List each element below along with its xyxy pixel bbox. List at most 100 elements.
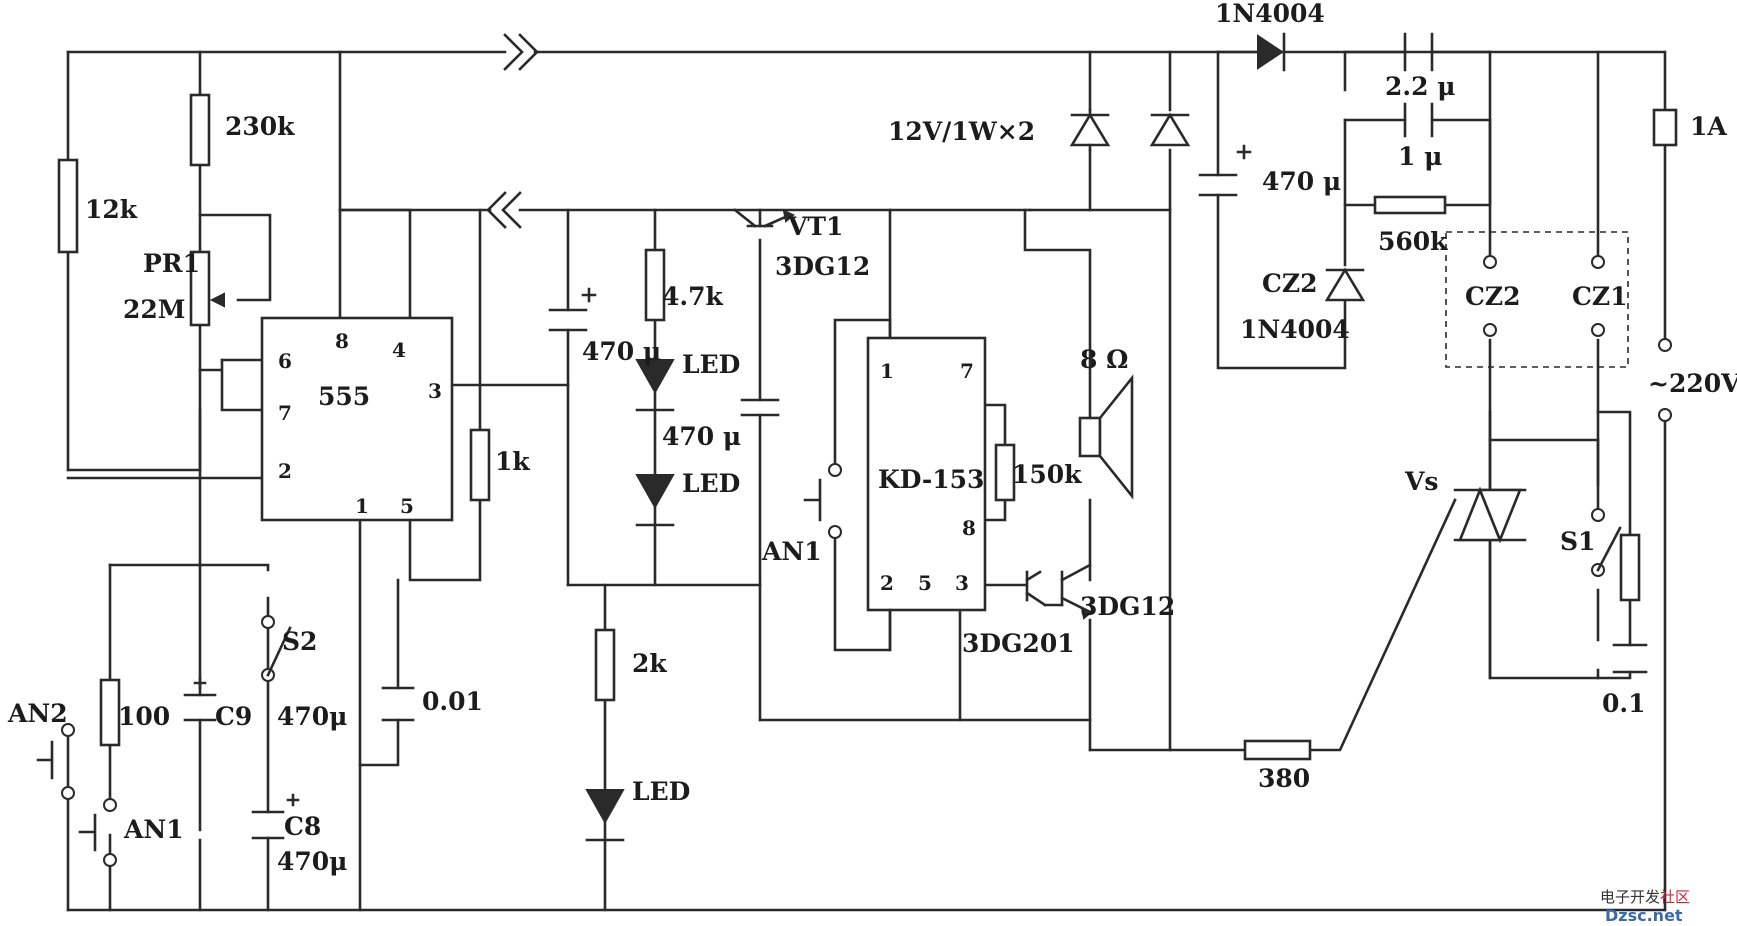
wires [66, 50, 1667, 912]
label-an1-middle: AN1 [761, 537, 822, 566]
label-560k: 560k [1378, 227, 1448, 256]
speaker-icon [1078, 374, 1134, 500]
label-c8: C8 [284, 812, 321, 841]
label-cz2-diode: CZ2 [1262, 269, 1318, 298]
label-380: 380 [1258, 764, 1310, 793]
label-100: 100 [118, 702, 170, 731]
connector-box-dashed [1445, 231, 1629, 368]
pin-555-7: 7 [278, 401, 292, 425]
fuse-1a [1652, 108, 1678, 147]
ic-555 [260, 316, 454, 522]
transistor-3dg201 [1025, 570, 1047, 607]
capacitor-470u-a [548, 287, 597, 332]
label-0-01: 0.01 [422, 687, 483, 716]
label-c9-value: 470μ [277, 702, 347, 731]
label-22m: 22M [123, 295, 185, 324]
label-1a: 1A [1690, 112, 1727, 141]
mains-terminals [1658, 338, 1672, 422]
label-1n4004-top: 1N4004 [1215, 0, 1325, 28]
resistor-100 [99, 678, 121, 747]
label-4k7: 4.7k [662, 282, 723, 311]
label-c8-value: 470μ [277, 847, 347, 876]
watermark-logo: 电子开发 社区 Dzsc.net [1600, 888, 1690, 925]
label-230k: 230k [225, 112, 295, 141]
watermark-text-1: 电子开发 [1600, 888, 1660, 906]
label-zener: 12V/1W×2 [888, 117, 1035, 146]
label-led-3: LED [632, 777, 690, 806]
pin-555-6: 6 [278, 349, 292, 373]
label-1n4004-bottom: 1N4004 [1240, 315, 1350, 344]
transistor-3dg12 [1043, 563, 1093, 620]
label-2u2: 2.2 μ [1385, 72, 1456, 101]
label-150k: 150k [1012, 460, 1082, 489]
label-470u-b: 470 μ [662, 422, 741, 451]
label-3dg201: 3DG201 [962, 629, 1075, 658]
capacitor-470u-c [1198, 144, 1252, 197]
pin-kd-3: 3 [955, 571, 969, 595]
label-1u: 1 μ [1398, 142, 1442, 171]
pin-555-4: 4 [392, 338, 406, 362]
label-0-1: 0.1 [1602, 689, 1646, 718]
watermark-text-2: 社区 [1660, 888, 1690, 906]
label-vs: Vs [1404, 467, 1438, 496]
label-470u-c: 470 μ [1262, 167, 1341, 196]
capacitor-c8 [251, 793, 300, 840]
pin-kd-7: 7 [960, 359, 974, 383]
pin-555-2: 2 [278, 459, 292, 483]
label-led-1: LED [682, 350, 740, 379]
component-labels: 230k 12k PR1 22M 555 8 4 6 7 3 2 1 5 1k … [7, 0, 1737, 876]
resistor-1k [469, 428, 491, 502]
label-kd153: KD-153 [878, 465, 984, 494]
zener-diode-1 [1069, 108, 1111, 152]
label-cz1: CZ1 [1572, 282, 1628, 311]
capacitor-1u [1403, 102, 1434, 138]
label-vt1: VT1 [787, 212, 843, 241]
led-1 [635, 359, 675, 412]
label-pr1: PR1 [143, 249, 200, 278]
capacitor-470u-b [740, 398, 780, 417]
label-8-ohm: 8 Ω [1080, 345, 1128, 374]
label-12k: 12k [85, 195, 138, 224]
label-an2: AN2 [7, 699, 68, 728]
resistor-4k7 [644, 248, 666, 322]
resistor-230k [189, 93, 211, 167]
pin-555-8: 8 [335, 329, 349, 353]
pushbutton-an2 [36, 723, 75, 800]
pin-555-5: 5 [400, 494, 414, 518]
pin-kd-2: 2 [880, 571, 894, 595]
diode-1n4004-top [1216, 32, 1286, 72]
transistor-vt1 [733, 208, 795, 228]
capacitor-2u2 [1403, 32, 1434, 72]
label-3dg12: 3DG12 [1080, 592, 1175, 621]
label-s2: S2 [282, 627, 317, 656]
diode-cz2 [1324, 267, 1366, 302]
label-c9: C9 [215, 702, 252, 731]
pin-kd-5: 5 [918, 571, 932, 595]
label-led-2: LED [682, 469, 740, 498]
label-2k: 2k [632, 649, 667, 678]
potentiometer-pr1 [189, 250, 225, 327]
connector-chevron-middle [486, 191, 522, 229]
pin-kd-1: 1 [880, 359, 894, 383]
connector-chevron-top [503, 33, 539, 71]
connector-cz1-terminals [1591, 255, 1605, 337]
pushbutton-an1-left [78, 798, 117, 867]
resistor-150k [994, 443, 1016, 502]
resistor-560k [1373, 195, 1447, 215]
zener-diode-2 [1149, 112, 1191, 147]
resistor-12k [57, 158, 79, 254]
capacitor-0-1 [1612, 643, 1648, 674]
resistor-snubber [1619, 533, 1641, 602]
label-470u-a: 470 μ [582, 337, 661, 366]
label-vt1-type: 3DG12 [775, 252, 870, 281]
pushbutton-an1-middle [803, 463, 842, 539]
capacitor-c9 [183, 676, 217, 722]
switch-s2 [261, 615, 292, 682]
led-2 [635, 474, 675, 527]
watermark-text-3: Dzsc.net [1605, 906, 1683, 925]
pin-555-1: 1 [355, 494, 369, 518]
resistor-2k [594, 628, 616, 702]
label-1k: 1k [495, 447, 530, 476]
label-s1: S1 [1560, 527, 1595, 556]
